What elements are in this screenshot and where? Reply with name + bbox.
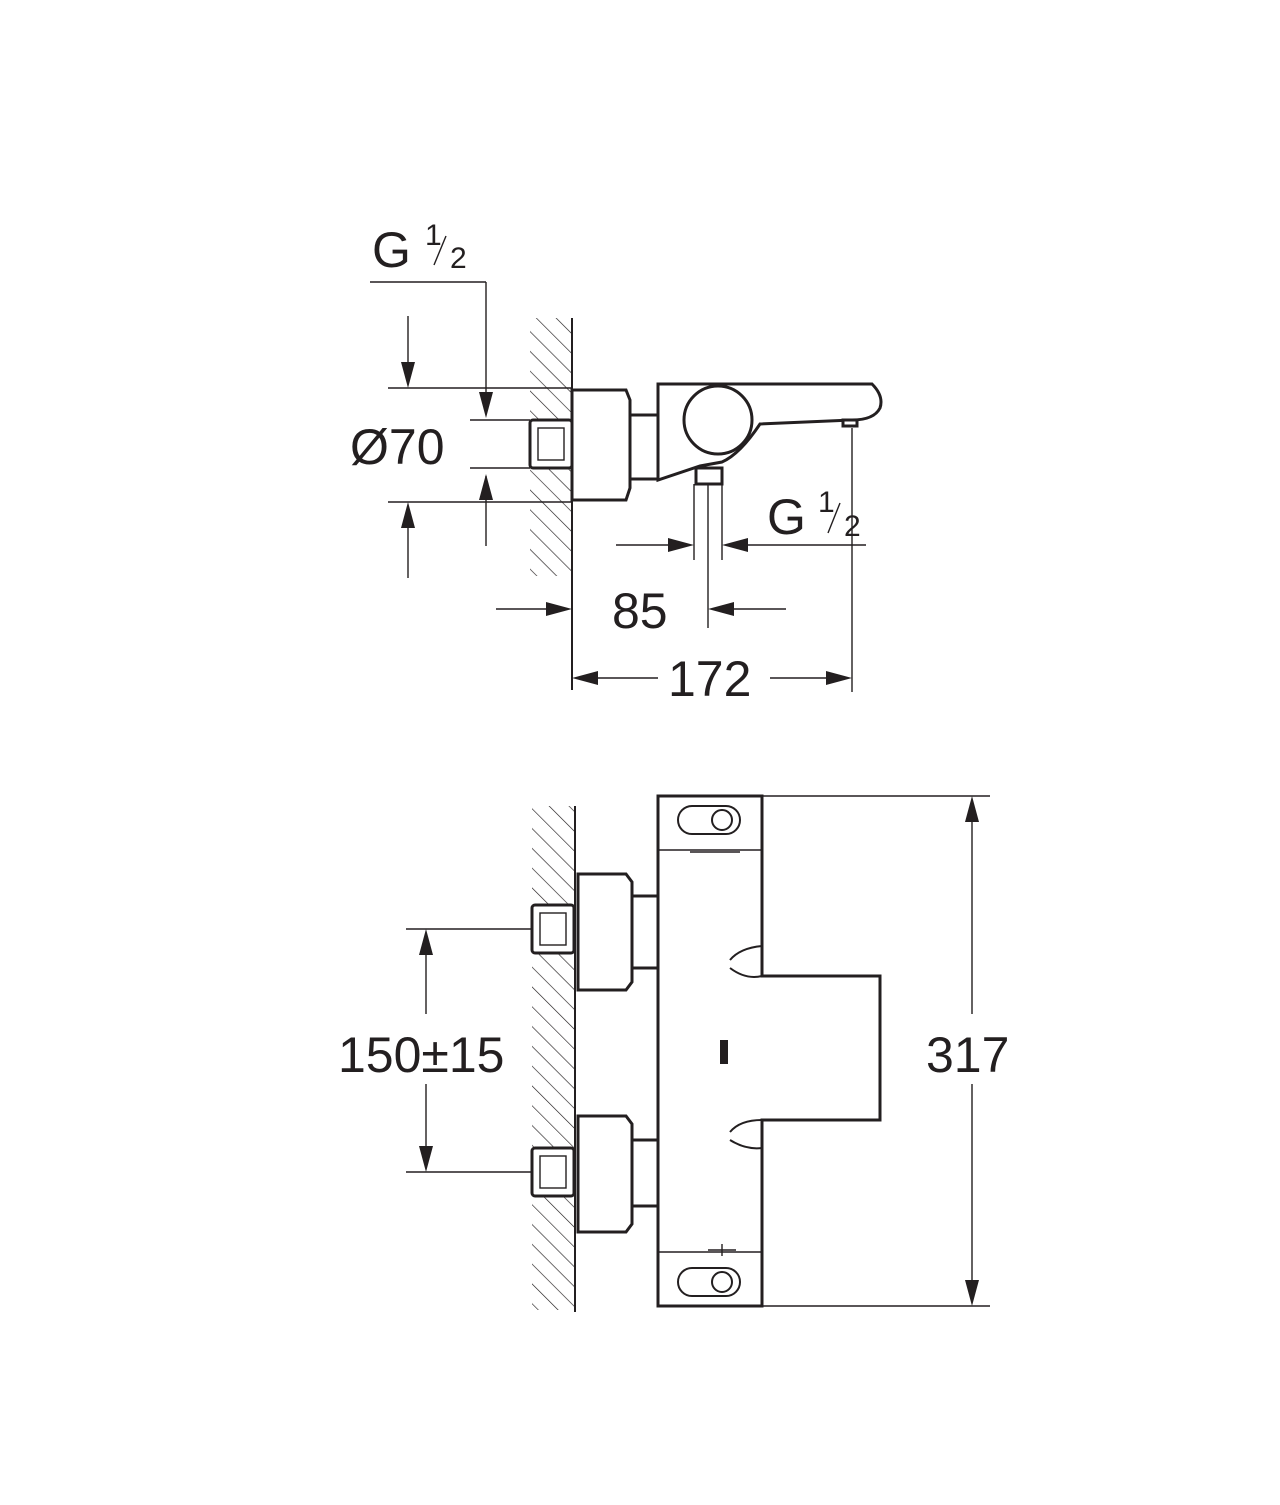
inlet-thread-dimension: G 1 2 [370,219,530,546]
side-view: G 1 2 Ø70 [350,219,883,707]
height-dimension: 317 [762,795,1009,1307]
wall-side-view [530,318,573,690]
inlet-thread-numerator: 1 [425,219,442,252]
mixer-body-side [656,382,883,486]
diameter-dimension: Ø70 [350,316,572,578]
outlet-thread-dimension: G 1 2 [616,484,866,560]
projection-dimension: 172 [572,428,853,707]
fraction-slash [827,502,841,534]
lower-inlet-front [530,1114,660,1234]
inlet-thread-letter: G [372,222,411,278]
inlet-thread-denominator: 2 [450,242,467,275]
inlet-spacing-label: 150±15 [338,1027,504,1083]
outlet-thread-numerator: 1 [818,486,835,519]
upper-inlet-front [530,872,660,992]
mixer-body-front [656,794,882,1308]
fraction-slash [433,235,447,266]
outlet-thread-letter: G [767,489,806,545]
front-view: 150±15 317 [338,794,1009,1312]
inlet-fitting-side [528,388,660,502]
diameter-label: Ø70 [350,419,445,475]
inlet-spacing-dimension: 150±15 [338,928,532,1173]
outlet-distance-dimension: 85 [496,484,786,639]
outlet-distance-label: 85 [612,583,668,639]
height-label: 317 [926,1027,1009,1083]
projection-label: 172 [668,651,751,707]
wall-front-view [532,806,576,1312]
